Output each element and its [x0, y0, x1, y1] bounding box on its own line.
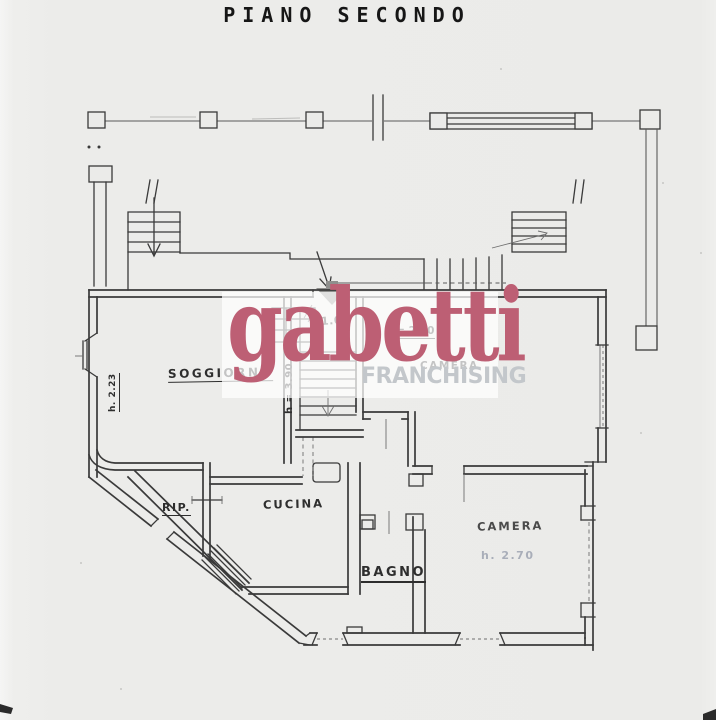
room-label-cucina: CUCINA: [262, 496, 325, 512]
paper-speck: [80, 562, 82, 564]
plan-title: PIANO SECONDO: [223, 3, 471, 27]
terrace-corner-pillar: [639, 109, 661, 130]
annotation-height-left-wall: h. 2.23: [108, 373, 120, 412]
watermark-brand: gabetti: [227, 266, 527, 384]
room-label-rip: RIP.: [162, 501, 191, 516]
diagonal-walls: [87, 468, 311, 646]
terrace-pillar: [305, 111, 324, 129]
terrace-pillar: [635, 325, 658, 351]
watermark-background: [222, 292, 498, 398]
room-label-bagno: BAGNO: [361, 565, 427, 583]
watermark-subtitle: FRANCHISING: [361, 364, 527, 389]
terrace-pillar: [199, 111, 218, 129]
paper-speck: [500, 68, 502, 70]
paper-speck: [662, 182, 664, 184]
paper-speck: [700, 252, 702, 254]
annotation-height-camera-lower: h. 2.70: [481, 549, 535, 562]
terrace-railing: [87, 94, 661, 351]
stair-top-left: [127, 179, 425, 291]
terrace-window-top: [429, 112, 593, 130]
paper-speck: [640, 432, 642, 434]
terrace-window-left: [88, 165, 113, 287]
room-label-camera-lower: CAMERA: [476, 518, 544, 534]
scan-artifacts: [0, 704, 716, 720]
paper-speck: [120, 688, 122, 690]
stair-direction-arrow: [491, 233, 547, 249]
terrace-pillar: [87, 111, 106, 129]
hatched-door-band: [201, 544, 252, 595]
